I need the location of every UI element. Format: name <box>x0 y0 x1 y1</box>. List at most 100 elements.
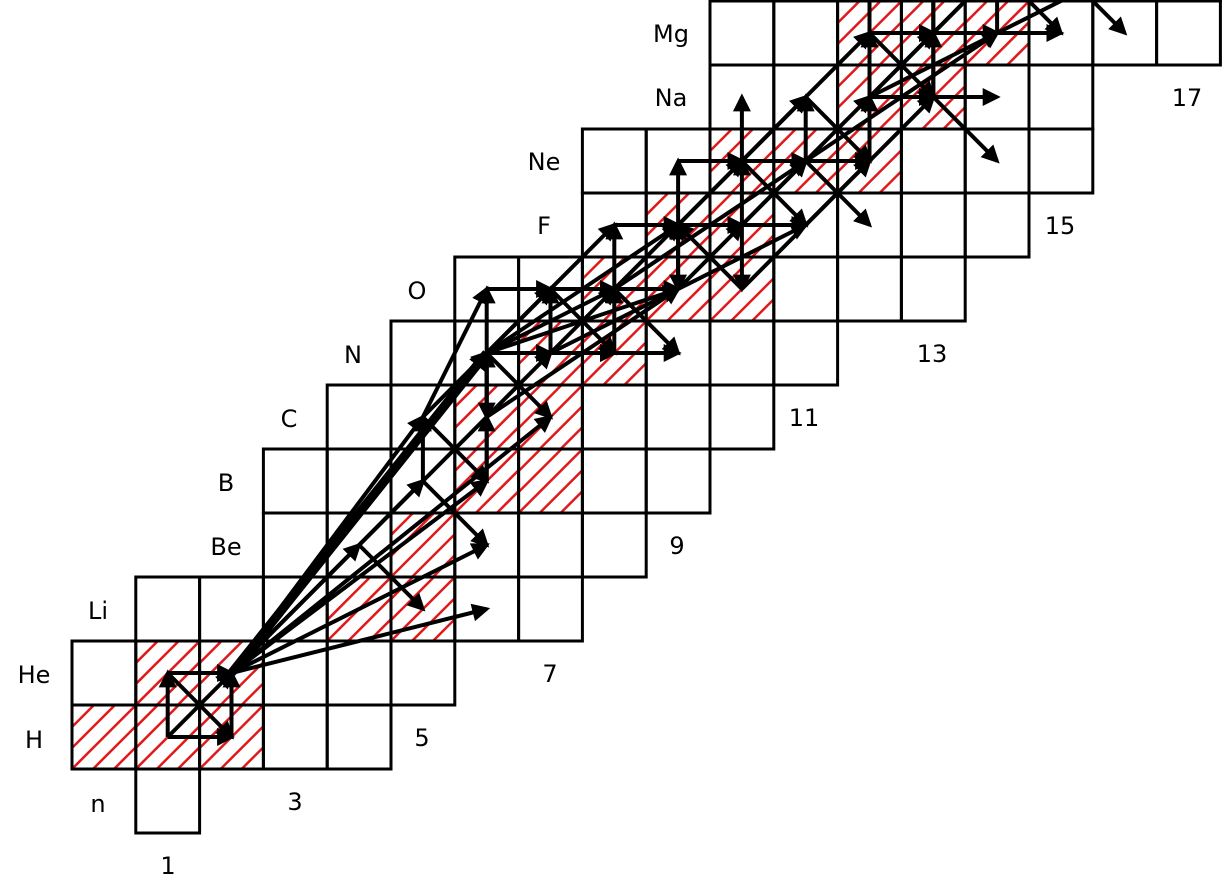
hatch-line <box>646 193 670 217</box>
hatch-line <box>580 446 583 449</box>
hatch-line <box>72 705 116 750</box>
nuclide-cell <box>772 319 840 387</box>
element-label-mg: Mg <box>653 20 689 48</box>
neutron-label-3: 3 <box>287 788 302 816</box>
hatch-line <box>857 148 902 193</box>
reaction-arrow <box>1088 0 1128 36</box>
reaction-arrow <box>166 671 235 740</box>
hatch-line <box>580 510 583 513</box>
hatch-line <box>518 449 583 513</box>
reaction-arrows <box>158 0 1128 746</box>
hatch-line <box>518 385 563 430</box>
hatch-line <box>368 617 392 641</box>
element-label-he: He <box>18 661 51 689</box>
element-label-na: Na <box>655 84 688 112</box>
hatch-line <box>518 449 563 494</box>
hatch-line <box>411 596 455 641</box>
nuclide-cell <box>389 639 457 707</box>
nuclide-cell <box>261 447 329 515</box>
hatch-line <box>878 105 902 129</box>
hatch-line <box>559 489 583 513</box>
nuclide-cell <box>772 255 840 323</box>
element-label-li: Li <box>88 597 108 625</box>
reaction-arrow <box>613 158 809 291</box>
reaction-arrow <box>996 0 1068 35</box>
element-label-ne: Ne <box>528 148 561 176</box>
nuclide-cell <box>1155 0 1222 67</box>
hatch-line <box>92 724 136 769</box>
nuclide-cell <box>580 511 648 579</box>
nuclide-cell <box>708 0 776 3</box>
reaction-arrow <box>485 286 682 419</box>
neutron-label-17: 17 <box>1172 84 1203 112</box>
hatch-line <box>687 297 711 321</box>
hatch-line <box>495 425 519 449</box>
nuclide-cell <box>70 639 138 707</box>
hatch-line <box>623 361 647 385</box>
hatch-line <box>518 449 542 473</box>
nuclide-cell <box>899 255 967 323</box>
reaction-arrow <box>485 222 617 355</box>
element-label-c: C <box>281 405 298 433</box>
nuclide-cell <box>708 0 776 67</box>
element-label-n: n <box>90 790 105 818</box>
hatch-line <box>391 513 414 537</box>
neutron-label-15: 15 <box>1045 212 1076 240</box>
hatch-line <box>474 468 519 513</box>
hatch-line <box>347 596 392 641</box>
hatch-line <box>135 641 159 665</box>
nuclide-cell <box>134 575 202 643</box>
reaction-arrow <box>676 94 809 227</box>
hatch-line <box>899 190 902 193</box>
reaction-arrow <box>931 95 1000 164</box>
hatch-line <box>391 577 435 622</box>
nuclide-cell <box>325 383 393 451</box>
reaction-arrow <box>230 543 490 675</box>
neutron-label-7: 7 <box>542 660 557 688</box>
hatch-line <box>240 745 264 769</box>
neutron-label-13: 13 <box>917 340 948 368</box>
nuclide-cell <box>644 383 712 451</box>
hatch-line <box>538 404 583 449</box>
reaction-arrow <box>804 30 1001 163</box>
hatch-line <box>327 577 372 622</box>
hatch-line <box>559 361 583 385</box>
nuclide-cell <box>963 191 1031 259</box>
hatch-line <box>72 705 136 769</box>
reaction-arrow <box>357 543 426 612</box>
hatch-line <box>1006 41 1030 65</box>
hatch-line <box>391 513 455 577</box>
nuclide-cell <box>517 511 584 579</box>
reaction-arrow <box>868 31 936 100</box>
nuclide-cell <box>580 447 648 515</box>
nuclide-cell <box>580 127 648 195</box>
hatch-line <box>411 532 455 577</box>
hatch-line <box>710 129 733 153</box>
nuclide-cell <box>708 319 776 387</box>
hatch-line <box>837 65 861 89</box>
axis-labels: n H He Li Be B C N O F Ne Na Mg 1 3 5 7 … <box>18 20 1203 880</box>
hatch-line <box>432 617 455 641</box>
reaction-arrow <box>485 351 554 420</box>
nuclide-cell <box>772 0 840 67</box>
reaction-arrow <box>1025 0 1064 36</box>
reaction-arrow <box>612 287 681 356</box>
nuclide-cell <box>899 127 967 195</box>
stable-hatch-cell <box>72 705 136 769</box>
reaction-arrow <box>230 414 554 675</box>
hatch-line <box>666 276 711 321</box>
hatch-line <box>837 1 861 25</box>
nuclide-cell <box>772 0 840 3</box>
main-reaction-arrow <box>227 349 491 676</box>
hatch-line <box>837 1 840 4</box>
hatch-line <box>219 724 264 769</box>
hatch-line <box>261 766 264 769</box>
hatch-line <box>199 641 223 665</box>
reaction-arrow <box>486 285 682 355</box>
reaction-arrow <box>357 478 426 547</box>
hatch-line <box>772 318 774 321</box>
hatch-line <box>559 425 583 449</box>
nuclide-cell <box>325 703 393 771</box>
hatch-line <box>878 169 902 193</box>
nuclide-cell <box>899 191 967 259</box>
